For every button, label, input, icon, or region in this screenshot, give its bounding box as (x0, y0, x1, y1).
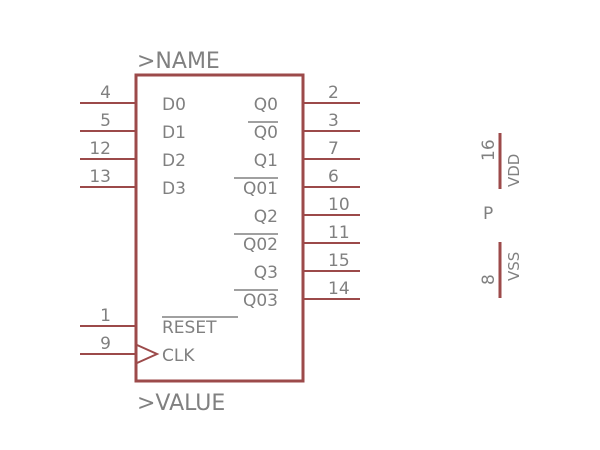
pin-name: RESET (162, 318, 217, 338)
right-pin-q03-bar: 14 Q03 (234, 279, 360, 311)
right-pin-q1: 7 Q1 (254, 139, 360, 171)
left-pin-d3: 13 D3 (80, 167, 186, 199)
left-pin-clk: 9 CLK (80, 334, 195, 366)
right-pin-q0: 2 Q0 (254, 83, 360, 115)
pin-name: Q2 (254, 207, 278, 227)
pin-name: Q01 (243, 179, 278, 199)
pin-name: Q0 (254, 123, 278, 143)
pin-number: 16 (479, 139, 499, 161)
pin-number: 7 (328, 139, 339, 159)
left-pin-d0: 4 D0 (80, 83, 186, 115)
left-pin-reset: 1 RESET (80, 306, 238, 338)
pin-name: Q3 (254, 263, 278, 283)
pin-number: 14 (328, 279, 350, 299)
pin-number: 5 (100, 111, 111, 131)
pin-name: Q0 (254, 95, 278, 115)
pin-number: 3 (328, 111, 339, 131)
clock-triangle-icon (136, 344, 160, 364)
ic-body-outline (134, 73, 305, 383)
pin-name: VSS (505, 252, 523, 281)
left-pin-d2: 12 D2 (80, 139, 186, 171)
power-part-label: P (483, 204, 493, 224)
pin-number: 12 (89, 139, 111, 159)
pin-name: D1 (162, 123, 186, 143)
pin-number: 1 (100, 306, 111, 326)
pin-name: Q03 (243, 291, 278, 311)
pin-name: Q1 (254, 151, 278, 171)
pin-number: 8 (479, 274, 499, 285)
pin-name: CLK (162, 346, 195, 366)
pin-number: 6 (328, 167, 339, 187)
pin-number: 4 (100, 83, 111, 103)
pin-number: 11 (328, 223, 350, 243)
left-pin-d1: 5 D1 (80, 111, 186, 143)
part-value-label: >VALUE (137, 391, 225, 416)
right-pin-q3: 15 Q3 (254, 251, 360, 283)
right-pin-q0-bar: 3 Q0 (248, 111, 360, 143)
pin-name: D2 (162, 151, 186, 171)
pin-number: 9 (100, 334, 111, 354)
pin-number: 2 (328, 83, 339, 103)
right-pin-q2: 10 Q2 (254, 195, 360, 227)
pin-name: D0 (162, 95, 186, 115)
part-name-label: >NAME (137, 49, 220, 74)
pin-number: 15 (328, 251, 350, 271)
vdd-pin: 16 VDD (479, 133, 523, 189)
pin-number: 13 (89, 167, 111, 187)
right-pin-q01-bar: 6 Q01 (234, 167, 360, 199)
pin-name: Q02 (243, 235, 278, 255)
vss-pin: 8 VSS (479, 242, 523, 298)
right-pin-q02-bar: 11 Q02 (234, 223, 360, 255)
pin-number: 10 (328, 195, 350, 215)
pin-name: D3 (162, 179, 186, 199)
pin-name: VDD (505, 154, 523, 187)
power-symbol: P 16 VDD 8 VSS (479, 133, 523, 298)
